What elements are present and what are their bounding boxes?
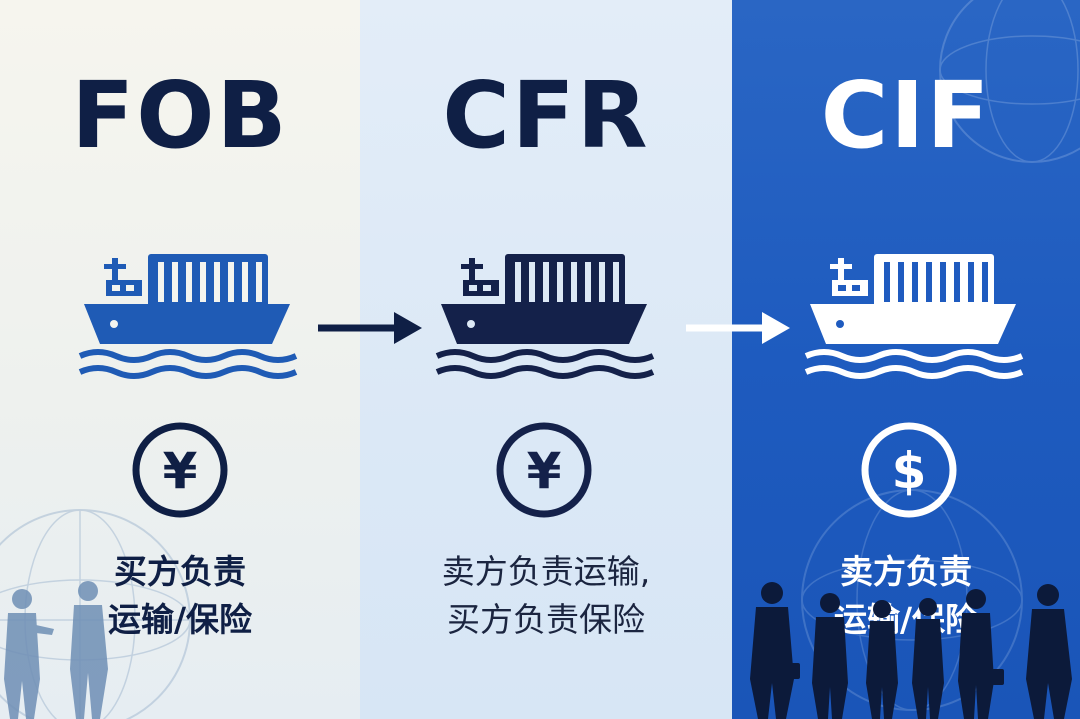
yen-coin-icon: ¥ — [132, 422, 228, 518]
yen-coin-icon: ¥ — [496, 422, 592, 518]
term-description-cfr: 卖方负责运输, 买方负责保险 — [441, 552, 651, 639]
svg-text:$: $ — [892, 442, 927, 500]
term-title-cif: CIF — [820, 62, 992, 169]
container-ship-icon — [78, 254, 298, 379]
svg-text:¥: ¥ — [163, 442, 198, 500]
container-ship-icon — [435, 254, 655, 379]
term-description-cif: 卖方负责 运输/保险 — [833, 552, 979, 639]
arrow-right-icon — [686, 312, 790, 344]
panel-fob: FOB ¥ 买方负责 — [0, 0, 360, 719]
businessmen-silhouette — [4, 581, 108, 719]
businessmen-silhouette — [750, 582, 1072, 719]
panel-cif: CIF $ 卖方负责 — [732, 0, 1080, 719]
arrow-right-icon — [318, 312, 422, 344]
term-title-cfr: CFR — [442, 62, 650, 169]
dollar-coin-icon: $ — [861, 422, 957, 518]
container-ship-icon — [804, 254, 1024, 379]
term-description-fob: 买方负责 运输/保险 — [107, 552, 253, 639]
term-title-fob: FOB — [71, 62, 289, 169]
svg-text:¥: ¥ — [527, 442, 562, 500]
panel-cfr: CFR ¥ 卖方负责运输, — [360, 0, 732, 719]
globe-icon — [939, 0, 1080, 163]
